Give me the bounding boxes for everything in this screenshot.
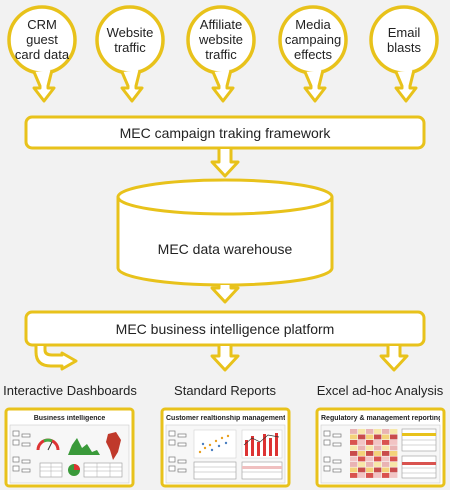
bubble-fill-patches — [11, 9, 435, 71]
heatmap-cell — [390, 451, 398, 456]
heatmap-cell — [350, 473, 358, 478]
heatmap-cell — [374, 467, 382, 473]
output-label-reports: Standard Reports — [174, 383, 276, 398]
heatmap-cell — [358, 456, 366, 462]
heatmap-cell — [390, 445, 398, 451]
heatmap-cell — [390, 429, 398, 434]
heatmap-cell — [382, 456, 390, 462]
thumb-title-dashboards: Business intelligence — [33, 415, 106, 422]
warehouse-cylinder — [116, 178, 334, 287]
heatmap-cell — [366, 440, 374, 445]
heatmap-cell — [374, 451, 382, 456]
heatmap-cell — [350, 440, 358, 445]
heatmap-cell — [358, 467, 366, 473]
heatmap-cell — [374, 473, 382, 478]
heatmap-cell — [350, 434, 358, 440]
heatmap-cell — [366, 445, 374, 451]
arrow-crm — [32, 69, 56, 103]
heatmap-cell — [390, 467, 398, 473]
thumb-dashboards — [4, 407, 135, 488]
heatmap-cell — [350, 445, 358, 451]
arrow-to-dashboards — [34, 346, 78, 371]
heatmap-cell — [358, 445, 366, 451]
output-arrows — [34, 346, 409, 372]
heatmap-cell — [366, 456, 374, 462]
heatmap-cell — [382, 467, 390, 473]
heatmap-cell — [366, 451, 374, 456]
thumb-title-excel: Regulatory & management reporting — [321, 415, 440, 422]
source-label-media: Media campaing effects — [284, 17, 342, 62]
source-label-crm: CRM guest card data — [14, 17, 70, 62]
heatmap-cell — [382, 451, 390, 456]
arrow-email — [394, 69, 418, 103]
heatmap-cell — [358, 434, 366, 440]
arrow-affiliate — [211, 69, 235, 103]
arrow-framework-to-warehouse — [210, 149, 240, 178]
heatmap-cell — [366, 467, 374, 473]
heatmap-cell — [350, 456, 358, 462]
heatmap-cell — [358, 451, 366, 456]
heatmap-cell — [366, 462, 374, 467]
heatmap-cell — [382, 445, 390, 451]
source-arrows — [32, 69, 418, 103]
heatmap-cell — [366, 429, 374, 434]
heatmap-cell — [358, 473, 366, 478]
heatmap-cell — [350, 462, 358, 467]
heatmap-cell — [390, 440, 398, 445]
heatmap-cell — [366, 434, 374, 440]
heatmap-cell — [382, 462, 390, 467]
heatmap-cell — [350, 451, 358, 456]
heatmap-cell — [350, 467, 358, 473]
heatmap-cell — [374, 434, 382, 440]
heatmap-cell — [382, 440, 390, 445]
heatmap-cell — [374, 440, 382, 445]
output-label-excel: Excel ad-hoc Analysis — [316, 383, 444, 398]
framework-bar — [24, 115, 426, 150]
platform-label: MEC business intelligence platform — [115, 321, 335, 337]
arrow-warehouse-to-platform — [210, 285, 240, 304]
warehouse-label: MEC data warehouse — [157, 241, 293, 257]
heatmap-cell — [358, 440, 366, 445]
heatmap-cell — [374, 462, 382, 467]
heatmap-cell — [390, 462, 398, 467]
heatmap-cell — [358, 429, 366, 434]
heatmap-grid — [350, 429, 398, 478]
platform-bar — [24, 310, 426, 347]
source-label-affiliate: Affiliate website traffic — [198, 17, 244, 62]
thumb-title-reports: Customer realtionship management — [166, 415, 285, 422]
source-label-email: Email blasts — [387, 25, 421, 55]
thumb-excel — [315, 407, 446, 488]
heatmap-cell — [390, 473, 398, 478]
heatmap-cell — [358, 462, 366, 467]
heatmap-cell — [374, 429, 382, 434]
heatmap-cell — [382, 429, 390, 434]
heatmap-cell — [374, 445, 382, 451]
arrow-to-excel — [379, 346, 409, 372]
framework-label: MEC campaign traking framework — [119, 125, 331, 141]
heatmap-cell — [350, 429, 358, 434]
heatmap-cell — [366, 473, 374, 478]
heatmap-cell — [390, 456, 398, 462]
heatmap-cell — [382, 434, 390, 440]
arrow-media — [303, 69, 327, 103]
output-label-dashboards: Interactive Dashboards — [3, 383, 137, 398]
source-label-website: Website traffic — [106, 25, 154, 55]
heatmap-cell — [382, 473, 390, 478]
thumb-reports — [160, 407, 291, 488]
heatmap-cell — [374, 456, 382, 462]
arrow-to-reports — [210, 346, 240, 372]
arrow-website — [120, 69, 144, 103]
heatmap-cell — [390, 434, 398, 440]
